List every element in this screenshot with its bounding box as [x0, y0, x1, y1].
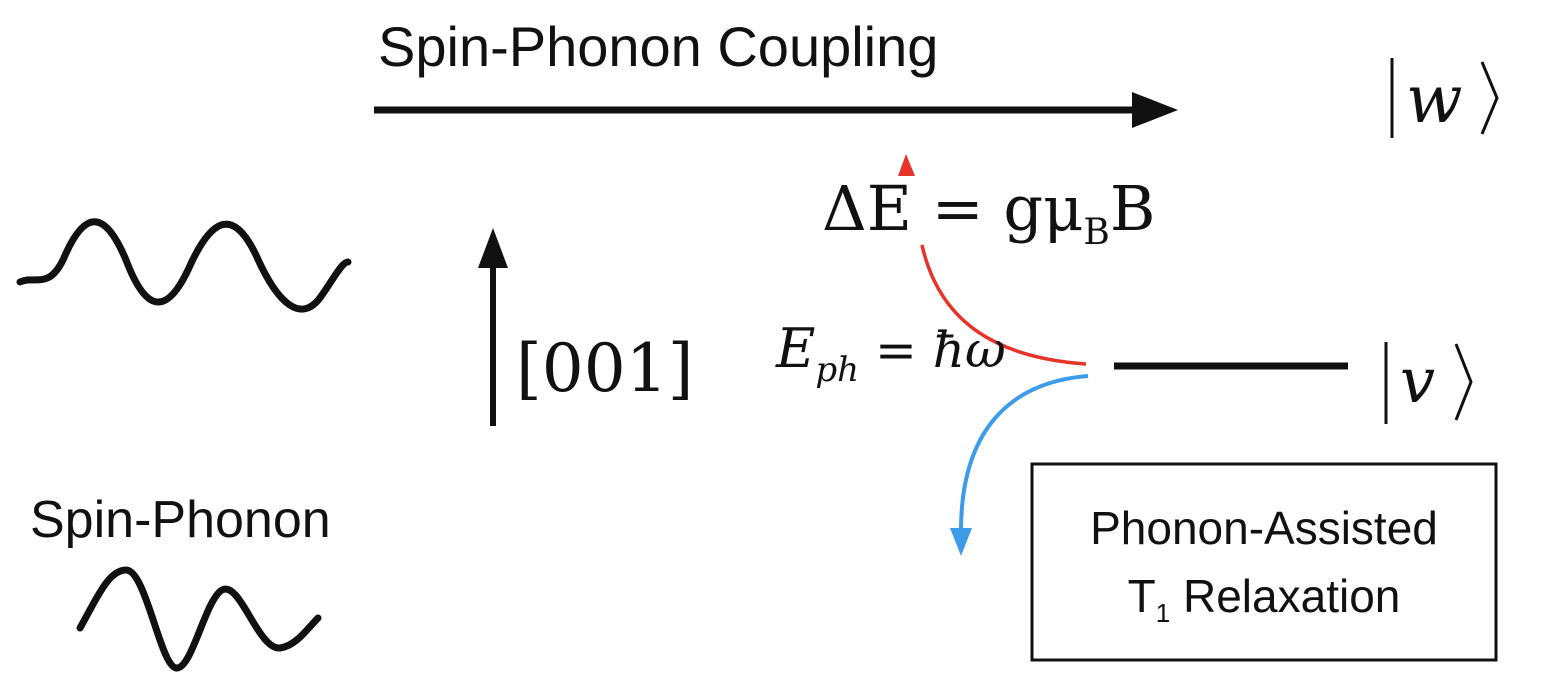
lower-state-ket: v: [1384, 342, 1473, 424]
phonon-energy-label: Eph = ħω: [775, 317, 1006, 390]
phonon-wave-upper: [16, 218, 352, 313]
coupling-arrow: [374, 92, 1178, 128]
upper-state-label: w: [1406, 61, 1463, 138]
relaxation-line-2: T1 Relaxation: [1128, 570, 1401, 628]
spin-phonon-label: Spin-Phonon: [30, 491, 331, 549]
phonon-wave-lower: [76, 566, 322, 672]
relaxation-box: Phonon-Assisted T1 Relaxation: [1030, 462, 1498, 662]
upper-state-ket: w: [1390, 58, 1499, 138]
direction-arrow: [478, 228, 508, 426]
relaxation-arrow: [950, 374, 1089, 556]
energy-splitting-equation: ΔE = gμBB: [822, 172, 1155, 253]
absorption-arrow: [898, 154, 1087, 366]
lower-state-label: v: [1400, 344, 1435, 417]
relaxation-line-1: Phonon-Assisted: [1090, 502, 1438, 554]
diagram-title: Spin-Phonon Coupling: [378, 15, 938, 78]
direction-label: [001]: [516, 330, 693, 407]
